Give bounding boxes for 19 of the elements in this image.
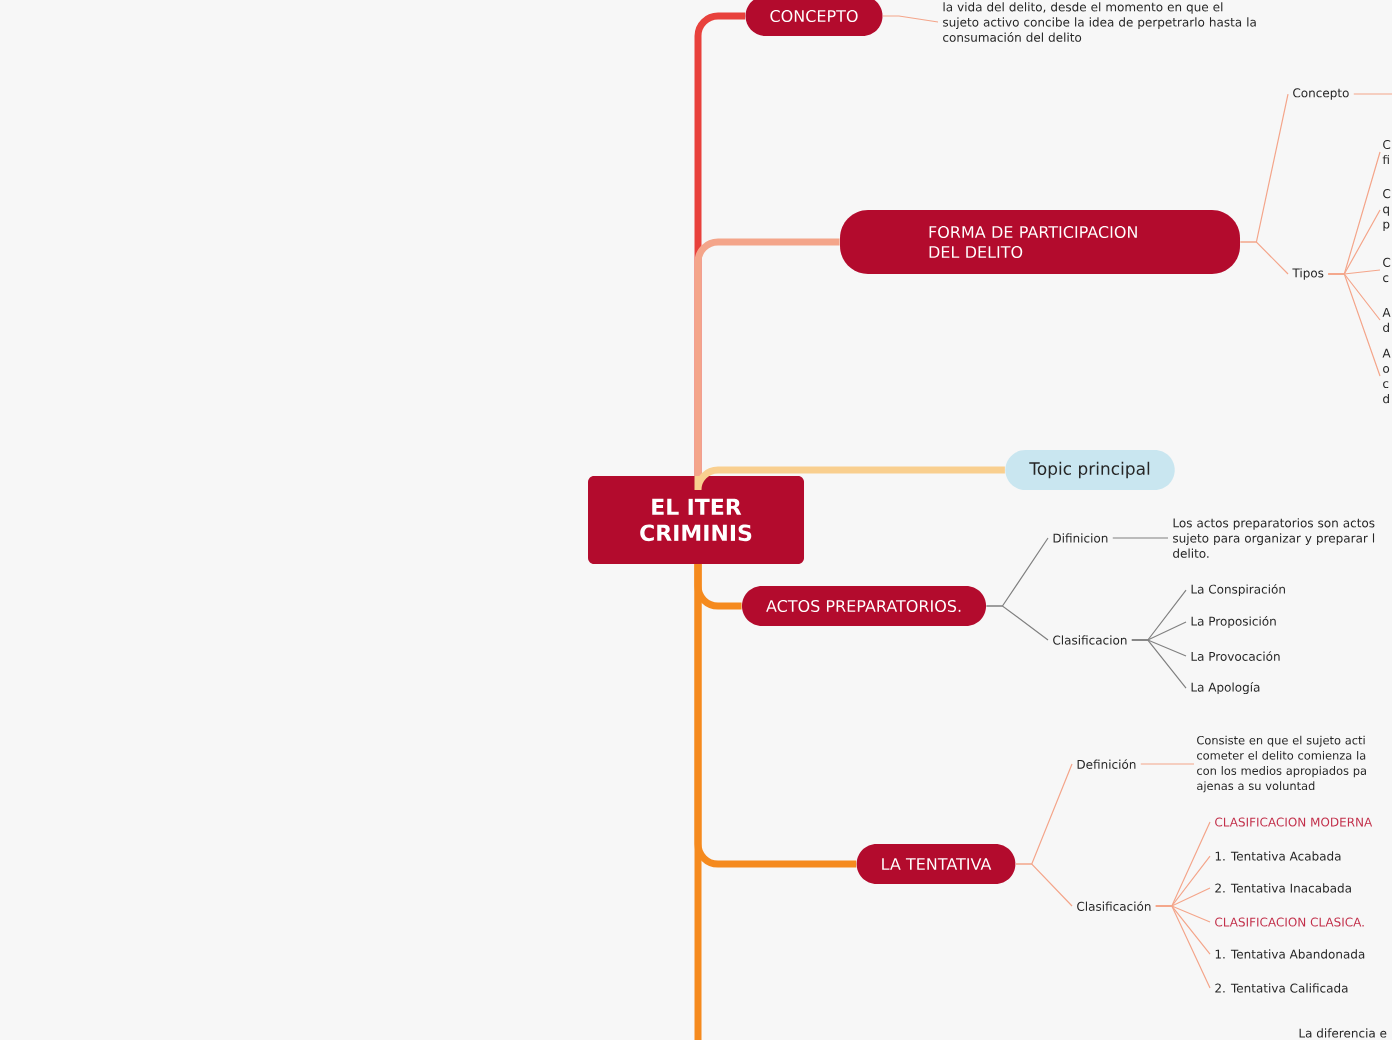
branch-line [694, 238, 840, 476]
topic-pill: FORMA DE PARTICIPACION DEL DELITO [840, 210, 1240, 274]
branch-line [1015, 863, 1073, 907]
branch-line [1112, 537, 1169, 539]
branch-line [694, 564, 702, 1040]
branch-line [1131, 639, 1187, 689]
branch-line [882, 15, 939, 23]
branch-line [1155, 905, 1211, 989]
branch-line [1327, 273, 1381, 377]
branch-line [1140, 763, 1195, 765]
branch-line [694, 466, 1005, 494]
branch-line [985, 605, 1049, 641]
branch-line [1239, 241, 1289, 275]
topic-pill: Topic principal [1005, 450, 1175, 490]
topic-pill: ACTOS PREPARATORIOS. [741, 586, 987, 626]
topic-pill: LA TENTATIVA [856, 844, 1016, 884]
branch-line [1353, 93, 1392, 95]
central-topic-box: EL ITER CRIMINIS [588, 476, 804, 564]
topic-pill: CONCEPTO [745, 0, 883, 36]
